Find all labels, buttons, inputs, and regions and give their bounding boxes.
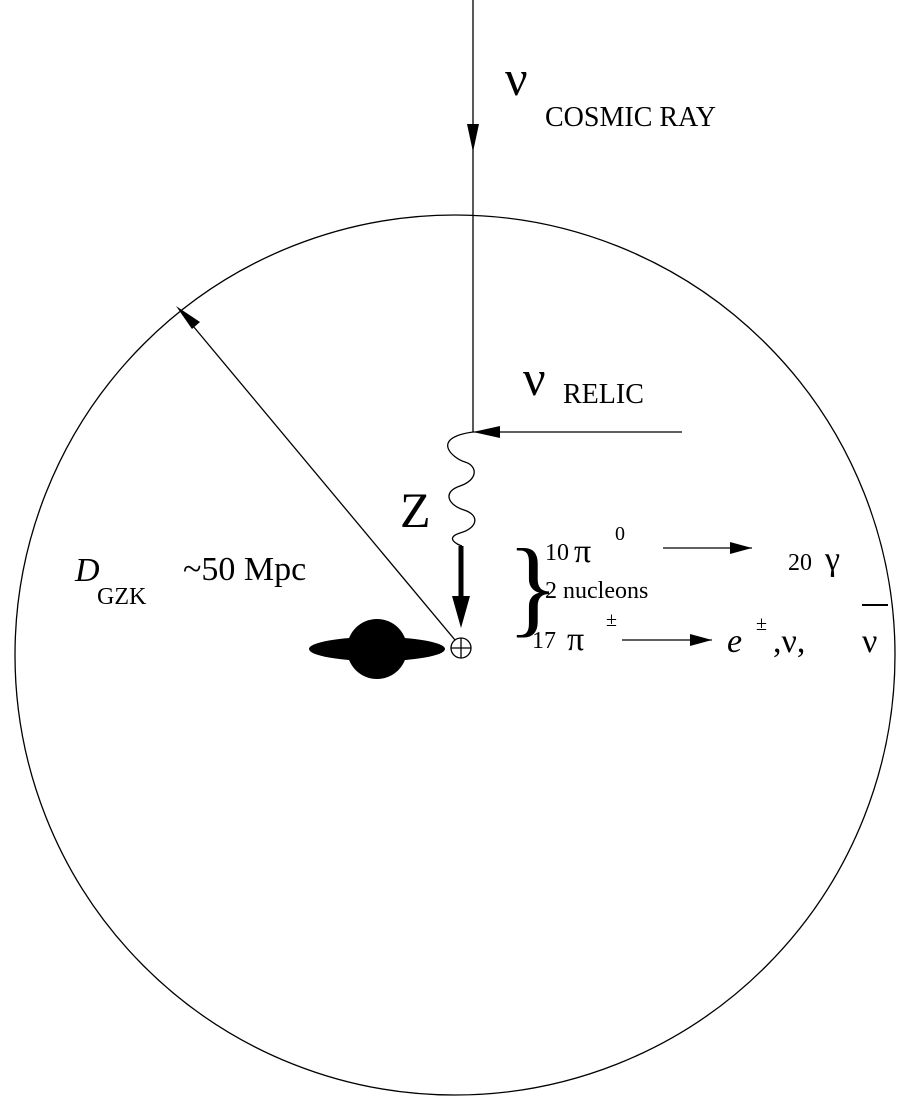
pipm-pi-symbol: π: [567, 621, 584, 658]
products-brace: }: [507, 528, 559, 647]
decay-arrowhead: [452, 596, 470, 628]
pipm-superscript: ±: [606, 609, 617, 631]
pipm-to-leptons-arrowhead: [690, 634, 712, 646]
gamma-symbol: γ: [824, 541, 840, 578]
gzk-subscript: GZK: [97, 584, 147, 610]
galaxy-icon: [309, 619, 445, 679]
cosmic-ray-nu-symbol: ν: [505, 50, 528, 106]
electron-symbol: e: [727, 623, 742, 660]
pi0-superscript: 0: [615, 523, 625, 545]
pi0-count: 10: [545, 540, 569, 566]
cosmic-ray-arrowhead: [467, 124, 479, 152]
gamma-count: 20: [788, 550, 812, 576]
z-boson-wavy-line: [447, 431, 476, 547]
relic-arrowhead: [473, 426, 500, 438]
gzk-d-symbol: D: [74, 552, 100, 589]
gzk-sphere-circle: [14, 214, 896, 1096]
gzk-distance-value: ~50 Mpc: [183, 551, 306, 588]
pipm-count: 17: [532, 628, 556, 654]
pi0-to-gamma-arrowhead: [730, 542, 752, 554]
gzk-radius-line: [182, 313, 456, 641]
electron-superscript: ±: [756, 613, 767, 635]
cosmic-ray-subscript: COSMIC RAY: [545, 102, 716, 133]
circle-plus-icon: [450, 637, 472, 659]
neutrino-list: ,ν,: [773, 623, 805, 660]
z-boson-label: Z: [400, 482, 431, 538]
gzk-radius-arrowhead: [176, 306, 200, 329]
antineutrino-symbol: ν: [862, 623, 877, 660]
nucleons-label: 2 nucleons: [545, 578, 648, 604]
pi0-pi-symbol: π: [574, 533, 591, 570]
relic-nu-symbol: ν: [523, 350, 546, 406]
relic-subscript: RELIC: [563, 379, 644, 410]
